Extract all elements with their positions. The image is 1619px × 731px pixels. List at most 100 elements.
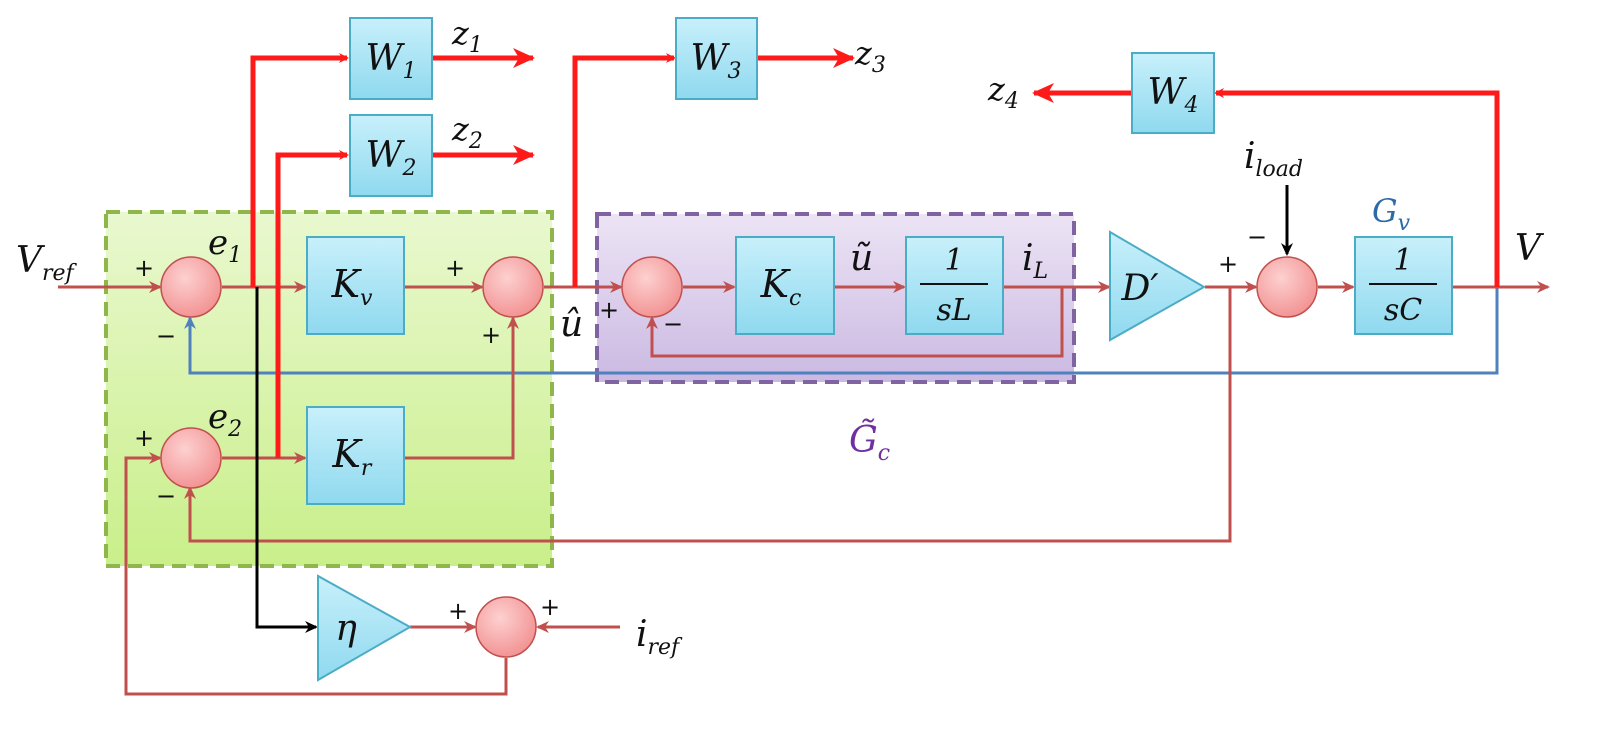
- performance-output-paths: [250, 48, 1500, 458]
- svg-text:iload: iload: [1244, 136, 1303, 182]
- svg-text:Gv: Gv: [1372, 192, 1411, 236]
- signal-labels: Vref e1 e2 z1 z2 z3 z4 û ũ iL iload iref…: [16, 14, 1545, 660]
- iload-subscript: load: [1256, 157, 1303, 182]
- kr-subscript: r: [361, 456, 373, 481]
- sign-iref-plus-right: +: [540, 593, 560, 621]
- svg-text:e1: e1: [208, 223, 242, 268]
- sign-uhat-plus-left: +: [445, 254, 465, 282]
- e1-subscript: 1: [228, 243, 242, 268]
- sum-e1: [160, 256, 222, 318]
- sign-e1-plus: +: [134, 254, 154, 282]
- z3-label: z: [854, 34, 873, 72]
- kv-label: K: [331, 262, 363, 306]
- int-c-denominator: sC: [1384, 293, 1422, 328]
- svg-text:Kc: Kc: [760, 262, 802, 311]
- iref-subscript: ref: [648, 635, 684, 660]
- w2-block: W2: [349, 114, 433, 197]
- gv-subscript: v: [1398, 211, 1411, 236]
- e1-label: e: [208, 223, 228, 263]
- black-paths: [255, 185, 1293, 633]
- dprime-label: D′: [1120, 268, 1158, 309]
- il-label: i: [1022, 238, 1034, 279]
- sign-cl-minus: −: [663, 310, 683, 338]
- w1-block: W1: [349, 17, 433, 100]
- z1-subscript: 1: [469, 33, 483, 58]
- w3-subscript: 3: [728, 59, 742, 84]
- signal-paths: [58, 281, 1550, 696]
- summing-junctions: [160, 256, 1318, 658]
- sign-cl-plus: +: [599, 296, 619, 324]
- il-subscript: L: [1033, 259, 1049, 284]
- sum-u-hat: [482, 256, 544, 318]
- sum-iref: [475, 596, 537, 658]
- z2-label: z: [451, 110, 470, 148]
- svg-text:W1: W1: [365, 38, 416, 84]
- svg-text:W2: W2: [365, 135, 416, 181]
- sum-e2: [160, 427, 222, 489]
- z4-label: z: [987, 70, 1006, 108]
- svg-text:z4: z4: [987, 70, 1019, 114]
- eta-gain: η: [317, 574, 413, 682]
- svg-text:Kv: Kv: [331, 262, 373, 311]
- svg-text:G̃c: G̃c: [849, 419, 890, 466]
- gv-label: G: [1372, 192, 1398, 230]
- sign-e1-minus: −: [156, 322, 176, 350]
- kr-label: K: [332, 432, 364, 476]
- svg-text:z2: z2: [451, 110, 483, 154]
- w4-label: W: [1147, 72, 1187, 113]
- vref-label: V: [16, 240, 46, 281]
- kv-block: Kv: [306, 236, 405, 335]
- svg-text:Vref: Vref: [16, 240, 78, 286]
- v-output-label: V: [1515, 228, 1545, 269]
- sign-iref-plus-left: +: [448, 597, 468, 625]
- z1-label: z: [451, 14, 470, 52]
- int-l-numerator: 1: [944, 243, 963, 278]
- z4-subscript: 4: [1004, 89, 1019, 114]
- z3-subscript: 3: [872, 53, 886, 78]
- kv-subscript: v: [360, 286, 373, 311]
- sign-e2-plus: +: [134, 424, 154, 452]
- w2-label: W: [365, 135, 405, 176]
- svg-text:z3: z3: [854, 34, 886, 78]
- int-l-denominator: sL: [936, 293, 971, 328]
- e2-label: e: [208, 397, 228, 437]
- w1-label: W: [365, 38, 405, 79]
- sign-uhat-plus-bottom: +: [481, 321, 501, 349]
- kr-block: Kr: [306, 406, 405, 505]
- iref-label: i: [636, 614, 648, 655]
- vref-subscript: ref: [42, 261, 78, 286]
- sum-current-loop: [621, 256, 683, 318]
- sign-load-minus: −: [1247, 223, 1267, 251]
- w2-subscript: 2: [402, 156, 417, 181]
- u-tilde-label: ũ: [850, 238, 873, 279]
- w3-block: W3: [675, 17, 758, 100]
- w4-subscript: 4: [1184, 93, 1199, 118]
- sign-labels: + − + − + + + − + − + +: [134, 223, 1267, 625]
- voltage-feedback-path: [184, 285, 1499, 375]
- sign-e2-minus: −: [156, 482, 176, 510]
- gc-subscript: c: [878, 441, 890, 466]
- svg-text:W3: W3: [690, 38, 741, 84]
- svg-text:z1: z1: [451, 14, 483, 58]
- svg-text:e2: e2: [208, 397, 242, 442]
- inductor-integrator-block: 1 sL: [905, 236, 1004, 335]
- e2-subscript: 2: [227, 417, 242, 442]
- gc-label: G̃: [849, 419, 878, 461]
- eta-label: η: [335, 608, 357, 649]
- kc-block: Kc: [735, 236, 835, 335]
- dprime-gain: D′: [1109, 230, 1207, 342]
- svg-text:Kr: Kr: [332, 432, 373, 481]
- capacitor-integrator-block: 1 sC: [1354, 236, 1453, 335]
- w3-label: W: [690, 38, 730, 79]
- w4-block: W4: [1131, 52, 1215, 134]
- kc-subscript: c: [789, 286, 801, 311]
- u-hat-label: û: [560, 304, 583, 345]
- svg-text:iref: iref: [636, 614, 683, 660]
- sum-load: [1256, 256, 1318, 318]
- int-c-numerator: 1: [1393, 243, 1412, 278]
- w1-subscript: 1: [403, 59, 417, 84]
- svg-text:W4: W4: [1147, 72, 1198, 118]
- svg-text:iL: iL: [1022, 238, 1048, 284]
- kc-label: K: [760, 262, 792, 306]
